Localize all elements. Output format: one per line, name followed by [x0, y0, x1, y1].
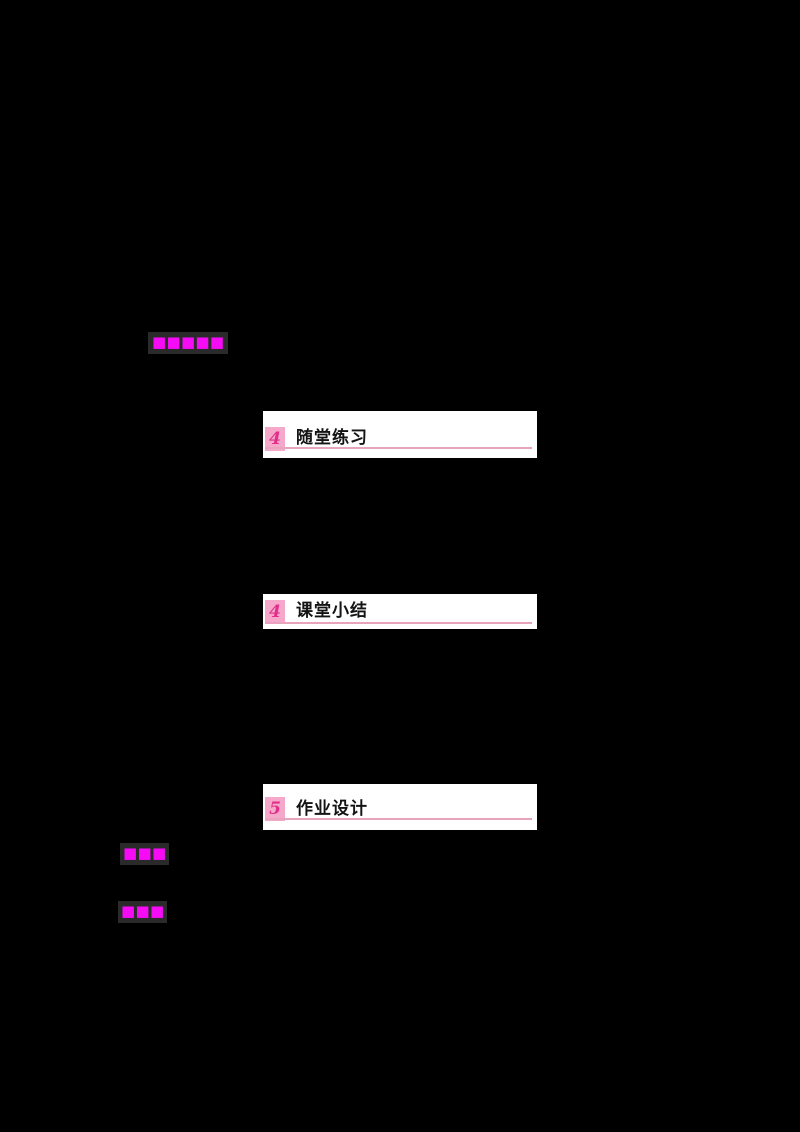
redacted-text-bottom-second: ■■■: [118, 901, 168, 923]
section-inner: 4 课堂小结: [263, 594, 537, 629]
section-underline-rule: [265, 818, 532, 820]
section-inner: 5 作业设计: [263, 784, 537, 832]
section-underline-rule: [265, 447, 532, 449]
section-title: 随堂练习: [296, 428, 369, 448]
section-number-badge: 4: [265, 599, 285, 624]
section-underline-rule: [265, 622, 532, 624]
section-title: 作业设计: [296, 798, 369, 819]
redacted-text-bottom-first: ■■■: [120, 843, 170, 865]
section-number-badge: 5: [265, 797, 285, 821]
section-inner: 4 随堂练习: [263, 411, 537, 462]
section-card-zuoye-sheji[interactable]: 5 作业设计: [263, 784, 537, 830]
redacted-text-top: ■■■■■: [148, 332, 229, 354]
section-title: 课堂小结: [296, 601, 369, 621]
section-card-ketang-xiaojie[interactable]: 4 课堂小结: [263, 594, 537, 629]
section-number-badge: 4: [265, 426, 285, 451]
section-card-suitang-lianxi[interactable]: 4 随堂练习: [263, 411, 537, 458]
